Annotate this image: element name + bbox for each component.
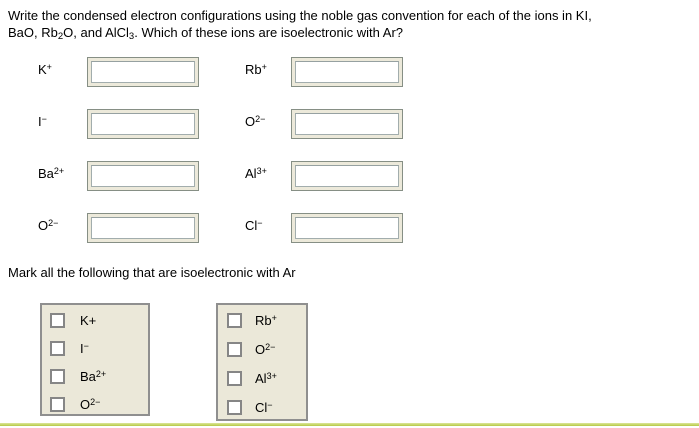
option-label-al-3plus: Al3+: [255, 371, 277, 386]
config-row-k-plus: K+: [38, 57, 199, 87]
config-fieldbox-i-minus: [87, 109, 199, 139]
checkbox-ba-2plus[interactable]: [50, 368, 65, 384]
checkbox-o-2minus[interactable]: [50, 396, 65, 412]
option-label-o-2minus: O2−: [80, 396, 101, 412]
isoelectronic-options-group-1: K+ I− Ba2+ O2−: [40, 303, 150, 416]
page-bottom-accent-divider: [0, 423, 699, 426]
config-fieldbox-al-3plus: [291, 161, 403, 191]
checkbox-k-plus[interactable]: [50, 312, 65, 328]
config-row-rb-plus: Rb+: [245, 57, 403, 87]
checkbox-o-2minus-2[interactable]: [227, 342, 242, 357]
config-fieldbox-ba-2plus: [87, 161, 199, 191]
isoelectronic-options-group-2: Rb+ O2− Al3+ Cl−: [216, 303, 308, 421]
config-input-ba-2plus[interactable]: [91, 165, 195, 187]
ion-label-ba-2plus: Ba2+: [38, 166, 65, 181]
config-input-o-2minus-bottom[interactable]: [91, 217, 195, 239]
ion-label-i-minus: I−: [38, 114, 47, 129]
config-input-i-minus[interactable]: [91, 113, 195, 135]
option-row-rb-plus: Rb+: [218, 306, 306, 335]
option-row-ba-2plus: Ba2+: [42, 362, 148, 390]
config-input-o-2minus-top[interactable]: [295, 113, 399, 135]
config-input-al-3plus[interactable]: [295, 165, 399, 187]
option-row-o-2minus-2: O2−: [218, 335, 306, 364]
mark-prompt: Mark all the following that are isoelect…: [8, 265, 296, 280]
checkbox-cl-minus[interactable]: [227, 400, 242, 415]
checkbox-rb-plus[interactable]: [227, 313, 242, 328]
option-label-rb-plus: Rb+: [255, 313, 277, 328]
ion-label-o-2minus-top: O2−: [245, 114, 266, 129]
config-fields-grid: K+ Rb+ I− O2− Ba2+ Al3+ O2− Cl−: [38, 57, 404, 244]
option-label-ba-2plus: Ba2+: [80, 368, 107, 384]
config-fieldbox-o-2minus-top: [291, 109, 403, 139]
config-input-cl-minus[interactable]: [295, 217, 399, 239]
config-row-o-2minus-top: O2−: [245, 109, 403, 139]
ion-label-rb-plus: Rb+: [245, 62, 267, 77]
option-row-al-3plus: Al3+: [218, 364, 306, 393]
checkbox-al-3plus[interactable]: [227, 371, 242, 386]
option-row-k-plus: K+: [42, 306, 148, 334]
config-row-o-2minus-bottom: O2−: [38, 213, 199, 243]
config-row-i-minus: I−: [38, 109, 199, 139]
config-row-cl-minus: Cl−: [245, 213, 403, 243]
config-row-al-3plus: Al3+: [245, 161, 403, 191]
config-fieldbox-k-plus: [87, 57, 199, 87]
config-input-k-plus[interactable]: [91, 61, 195, 83]
option-label-cl-minus: Cl−: [255, 400, 273, 415]
ion-label-al-3plus: Al3+: [245, 166, 267, 181]
ion-label-o-2minus-bottom: O2−: [38, 218, 59, 233]
option-label-o-2minus-2: O2−: [255, 342, 276, 357]
option-row-o-2minus: O2−: [42, 390, 148, 418]
option-row-i-minus: I−: [42, 334, 148, 362]
option-label-k-plus: K+: [80, 312, 97, 328]
config-input-rb-plus[interactable]: [295, 61, 399, 83]
config-fieldbox-o-2minus-bottom: [87, 213, 199, 243]
option-label-i-minus: I−: [80, 340, 89, 356]
ion-label-k-plus: K+: [38, 62, 52, 77]
question-text: Write the condensed electron configurati…: [8, 8, 592, 42]
option-row-cl-minus: Cl−: [218, 393, 306, 422]
config-fieldbox-cl-minus: [291, 213, 403, 243]
checkbox-i-minus[interactable]: [50, 340, 65, 356]
ion-label-cl-minus: Cl−: [245, 218, 263, 233]
config-row-ba-2plus: Ba2+: [38, 161, 199, 191]
config-fieldbox-rb-plus: [291, 57, 403, 87]
